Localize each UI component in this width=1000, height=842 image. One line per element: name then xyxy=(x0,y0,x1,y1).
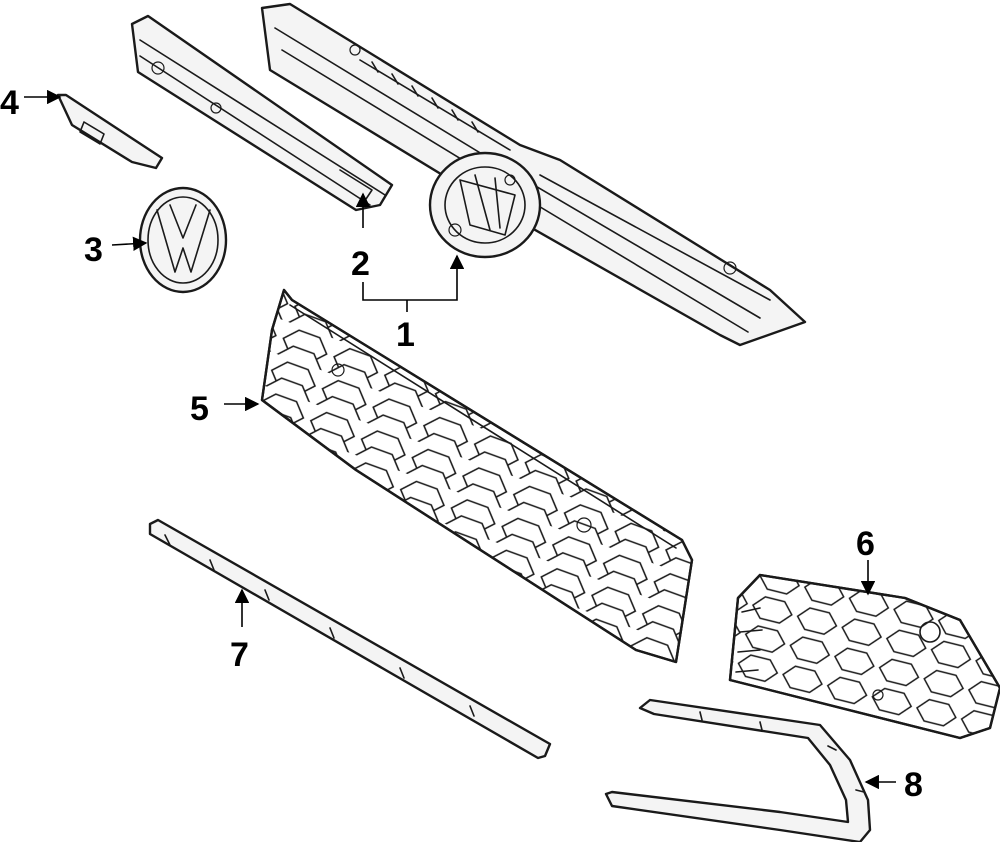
bracket-part-4 xyxy=(56,93,164,170)
callout-7: 7 xyxy=(230,636,249,674)
leader-3 xyxy=(111,236,148,251)
callout-4: 4 xyxy=(0,84,19,122)
side-trim-part-8 xyxy=(604,698,872,842)
upper-grille-part-1 xyxy=(260,2,807,347)
trim-bar-part-2 xyxy=(130,14,394,212)
callout-3: 3 xyxy=(84,231,103,269)
emblem-part-3 xyxy=(138,186,228,294)
leader-1-bracket xyxy=(362,254,465,301)
lower-grille-part-5 xyxy=(260,288,694,664)
callout-labels: 1 2 3 4 5 6 7 8 xyxy=(0,84,923,804)
callout-5: 5 xyxy=(190,390,209,428)
leader-lines xyxy=(24,89,896,790)
callout-8: 8 xyxy=(904,766,923,804)
side-grille-part-6 xyxy=(728,573,1000,740)
callout-2: 2 xyxy=(351,245,370,283)
molding-strip-part-7 xyxy=(148,518,552,760)
callout-1: 1 xyxy=(396,316,415,354)
callout-6: 6 xyxy=(856,525,875,563)
